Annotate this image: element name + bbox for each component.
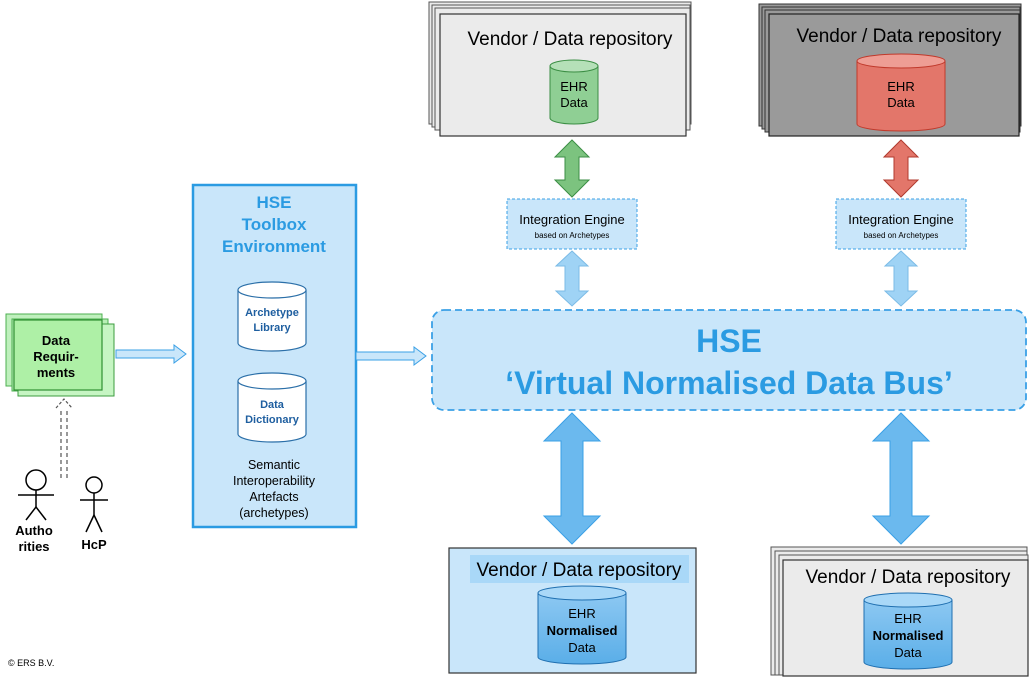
toolbox-title-3: Environment bbox=[222, 237, 326, 256]
ehr-data-red-label-2: Data bbox=[887, 95, 915, 110]
data-dictionary-label-1: Data bbox=[260, 399, 285, 411]
archetype-library-label-1: Archetype bbox=[245, 307, 299, 319]
ehr-data-green-label-2: Data bbox=[560, 95, 588, 110]
actor-authorities-label-1: Autho bbox=[15, 523, 53, 538]
integration-engine-left-sublabel: based on Archetypes bbox=[535, 231, 610, 240]
vendor-bottom-left-label: Vendor / Data repository bbox=[477, 560, 682, 581]
vendor-bottom-right-label: Vendor / Data repository bbox=[806, 567, 1011, 588]
integration-engine-left-label: Integration Engine bbox=[519, 212, 625, 227]
integration-engine-right-sublabel: based on Archetypes bbox=[864, 231, 939, 240]
data-requirements-box: Data Requir- ments bbox=[5, 313, 115, 397]
actor-authorities: Autho rities bbox=[15, 469, 54, 554]
toolbox-title-1: HSE bbox=[257, 193, 292, 212]
toolbox-panel: HSE Toolbox Environment Archetype Librar… bbox=[191, 183, 358, 529]
data-dictionary-label-2: Dictionary bbox=[245, 414, 300, 426]
ehr-normalised-right-label-2: Normalised bbox=[873, 628, 944, 643]
actor-authorities-label-2: rities bbox=[18, 539, 49, 554]
vendor-bottom-right: Vendor / Data repository EHR Normalised … bbox=[770, 546, 1029, 677]
vendor-top-right-label: Vendor / Data repository bbox=[797, 26, 1002, 47]
bus-subtitle: ‘Virtual Normalised Data Bus’ bbox=[505, 365, 953, 401]
arrow-to-toolbox bbox=[115, 344, 187, 364]
integration-engine-right-label: Integration Engine bbox=[848, 212, 954, 227]
double-arrow-green bbox=[553, 139, 591, 198]
toolbox-caption-3: Artefacts bbox=[249, 490, 298, 504]
vendor-bottom-left: Vendor / Data repository EHR Normalised … bbox=[448, 547, 697, 674]
arrow-to-bus bbox=[355, 346, 427, 366]
ehr-normalised-left-label-2: Normalised bbox=[547, 623, 618, 638]
vendor-top-right: Vendor / Data repository EHR Data bbox=[758, 3, 1022, 137]
double-arrow-big-right bbox=[871, 412, 931, 545]
toolbox-caption-2: Interoperability bbox=[233, 474, 316, 488]
vendor-top-left: Vendor / Data repository EHR Data bbox=[428, 1, 692, 137]
ehr-data-red-cylinder: EHR Data bbox=[856, 53, 946, 132]
ehr-data-red-label-1: EHR bbox=[887, 79, 914, 94]
double-arrow-big-left bbox=[542, 412, 602, 545]
copyright: © ERS B.V. bbox=[8, 658, 54, 668]
toolbox-caption-4: (archetypes) bbox=[239, 506, 308, 520]
ehr-normalised-right-label-1: EHR bbox=[894, 611, 921, 626]
ehr-data-green-cylinder: EHR Data bbox=[549, 59, 599, 125]
integration-engine-left: Integration Engine based on Archetypes bbox=[506, 198, 638, 250]
vendor-top-left-label: Vendor / Data repository bbox=[468, 29, 673, 50]
ehr-data-green-label-1: EHR bbox=[560, 79, 587, 94]
data-requirements-label-3: ments bbox=[37, 365, 75, 380]
ehr-normalised-left-cylinder: EHR Normalised Data bbox=[537, 585, 627, 665]
ehr-normalised-left-label-3: Data bbox=[568, 640, 596, 655]
ehr-normalised-right-cylinder: EHR Normalised Data bbox=[863, 592, 953, 670]
actor-hcp-label: HcP bbox=[81, 537, 107, 552]
double-arrow-red bbox=[882, 139, 920, 198]
hse-data-bus: HSE ‘Virtual Normalised Data Bus’ bbox=[431, 309, 1027, 411]
double-arrow-light-left bbox=[554, 250, 590, 307]
data-requirements-label-1: Data bbox=[42, 333, 71, 348]
bus-title: HSE bbox=[696, 323, 762, 359]
integration-engine-right: Integration Engine based on Archetypes bbox=[835, 198, 967, 250]
dashed-arrow-up bbox=[55, 398, 73, 478]
toolbox-caption-1: Semantic bbox=[248, 458, 300, 472]
actor-hcp: HcP bbox=[80, 476, 108, 552]
archetype-library-cylinder: Archetype Library bbox=[237, 281, 307, 352]
data-dictionary-cylinder: Data Dictionary bbox=[237, 372, 307, 443]
ehr-normalised-right-label-3: Data bbox=[894, 645, 922, 660]
data-requirements-label-2: Requir- bbox=[33, 349, 79, 364]
double-arrow-light-right bbox=[883, 250, 919, 307]
ehr-normalised-left-label-1: EHR bbox=[568, 606, 595, 621]
archetype-library-label-2: Library bbox=[253, 322, 291, 334]
toolbox-title-2: Toolbox bbox=[242, 215, 307, 234]
